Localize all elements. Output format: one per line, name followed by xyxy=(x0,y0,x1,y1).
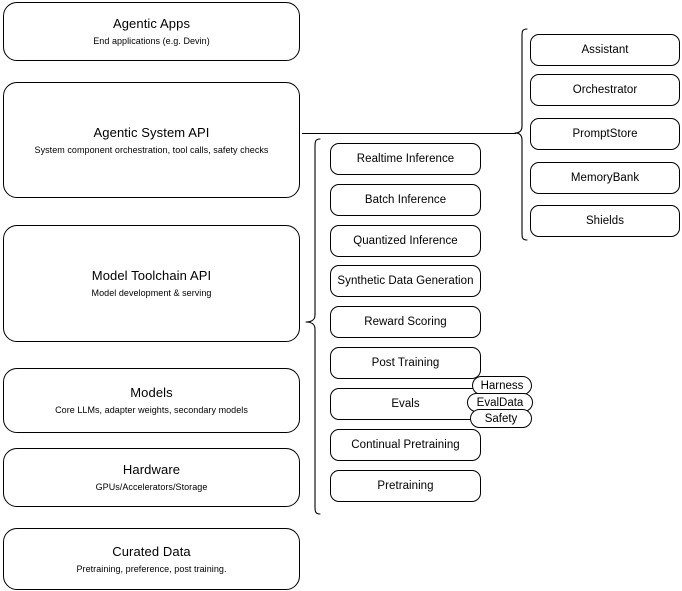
item-label: Realtime Inference xyxy=(356,153,455,165)
system-item-shields[interactable]: Shields xyxy=(530,205,680,237)
layer-curated-data[interactable]: Curated Data Pretraining, preference, po… xyxy=(3,528,300,590)
item-label: Post Training xyxy=(371,357,440,369)
eval-pill-safety[interactable]: Safety xyxy=(470,409,532,428)
toolchain-item-evals[interactable]: Evals xyxy=(330,388,481,420)
pill-label: EvalData xyxy=(476,396,524,409)
layer-agentic-apps[interactable]: Agentic Apps End applications (e.g. Devi… xyxy=(3,2,300,61)
item-label: PromptStore xyxy=(572,128,638,140)
toolchain-item-post-training[interactable]: Post Training xyxy=(330,347,481,379)
toolchain-components-brace xyxy=(305,138,321,515)
system-item-assistant[interactable]: Assistant xyxy=(530,34,680,66)
item-label: Quantized Inference xyxy=(353,235,458,247)
pill-label: Safety xyxy=(484,412,518,425)
toolchain-item-synthetic-data-generation[interactable]: Synthetic Data Generation xyxy=(330,265,481,297)
toolchain-item-pretraining[interactable]: Pretraining xyxy=(330,470,481,502)
item-label: Batch Inference xyxy=(364,194,447,206)
layer-subtitle: End applications (e.g. Devin) xyxy=(93,36,210,46)
layer-subtitle: System component orchestration, tool cal… xyxy=(34,144,269,155)
layer-title: Models xyxy=(130,385,173,400)
layer-subtitle: Core LLMs, adapter weights, secondary mo… xyxy=(55,405,248,415)
toolchain-item-realtime-inference[interactable]: Realtime Inference xyxy=(330,143,481,175)
layer-subtitle: GPUs/Accelerators/Storage xyxy=(95,482,208,492)
item-label: Continual Pretraining xyxy=(351,439,460,451)
layer-model-toolchain-api[interactable]: Model Toolchain API Model development & … xyxy=(3,225,300,342)
eval-pill-evaldata[interactable]: EvalData xyxy=(467,393,533,412)
item-label: Evals xyxy=(391,398,420,410)
layer-models[interactable]: Models Core LLMs, adapter weights, secon… xyxy=(3,368,300,433)
layer-hardware[interactable]: Hardware GPUs/Accelerators/Storage xyxy=(3,448,300,507)
layer-agentic-system-api[interactable]: Agentic System API System component orch… xyxy=(3,82,300,198)
item-label: Orchestrator xyxy=(572,84,638,96)
toolchain-item-quantized-inference[interactable]: Quantized Inference xyxy=(330,225,481,257)
layer-title: Hardware xyxy=(122,462,181,477)
layer-title: Model Toolchain API xyxy=(91,268,212,283)
toolchain-item-batch-inference[interactable]: Batch Inference xyxy=(330,184,481,216)
layer-title: Curated Data xyxy=(112,543,191,559)
layer-title: Agentic System API xyxy=(93,124,210,140)
item-label: Assistant xyxy=(581,44,629,56)
system-components-brace xyxy=(514,28,528,241)
item-label: Reward Scoring xyxy=(364,316,447,328)
item-label: Pretraining xyxy=(377,480,434,492)
item-label: Synthetic Data Generation xyxy=(337,275,474,287)
layer-title: Agentic Apps xyxy=(112,16,191,31)
system-item-memorybank[interactable]: MemoryBank xyxy=(530,162,680,194)
item-label: MemoryBank xyxy=(570,172,640,184)
layer-subtitle: Pretraining, preference, post training. xyxy=(76,563,227,574)
layer-subtitle: Model development & serving xyxy=(91,288,212,298)
system-item-promptstore[interactable]: PromptStore xyxy=(530,118,680,150)
toolchain-item-reward-scoring[interactable]: Reward Scoring xyxy=(330,306,481,338)
toolchain-item-continual-pretraining[interactable]: Continual Pretraining xyxy=(330,429,481,461)
item-label: Shields xyxy=(585,215,625,227)
system-api-connector-line xyxy=(302,133,516,134)
pill-label: Harness xyxy=(480,379,524,392)
system-item-orchestrator[interactable]: Orchestrator xyxy=(530,74,680,106)
